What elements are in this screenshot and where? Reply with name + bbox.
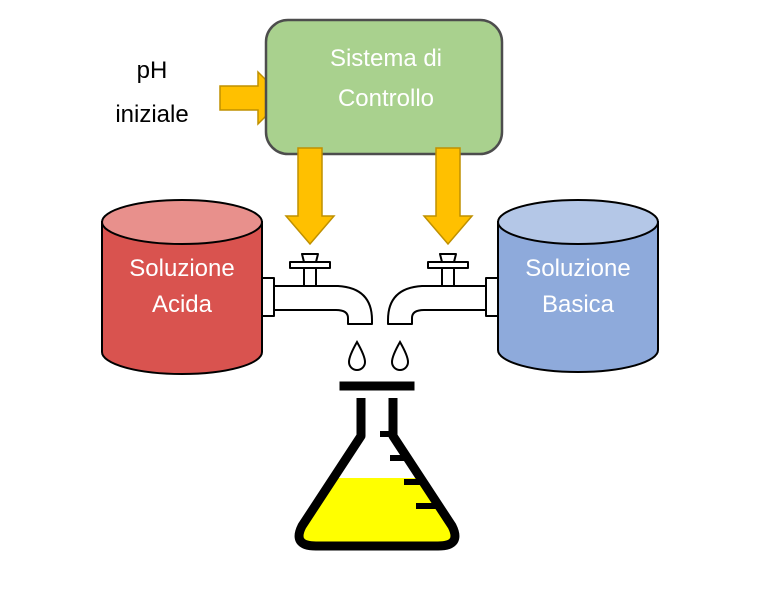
- acid-tank-line2: Acida: [152, 291, 213, 318]
- control-system-box: [264, 18, 504, 156]
- acid-tank-line1: Soluzione: [129, 255, 234, 282]
- arrow-down-icon: [284, 147, 336, 246]
- base-tank-line2: Basica: [542, 291, 615, 318]
- drop-icon: [390, 339, 410, 371]
- flask-icon: [294, 381, 460, 551]
- control-system-line1: Sistema di: [330, 45, 442, 72]
- faucet-icon: [387, 253, 499, 325]
- faucet-icon: [261, 253, 373, 325]
- base-tank: [497, 199, 659, 373]
- control-system-line2: Controllo: [338, 85, 434, 112]
- arrow-down-icon: [422, 147, 474, 246]
- drop-icon: [347, 339, 367, 371]
- input-label-line2: iniziale: [115, 101, 188, 128]
- acid-tank: [101, 199, 263, 375]
- input-label-line1: pH: [137, 57, 168, 84]
- base-tank-line1: Soluzione: [525, 255, 630, 282]
